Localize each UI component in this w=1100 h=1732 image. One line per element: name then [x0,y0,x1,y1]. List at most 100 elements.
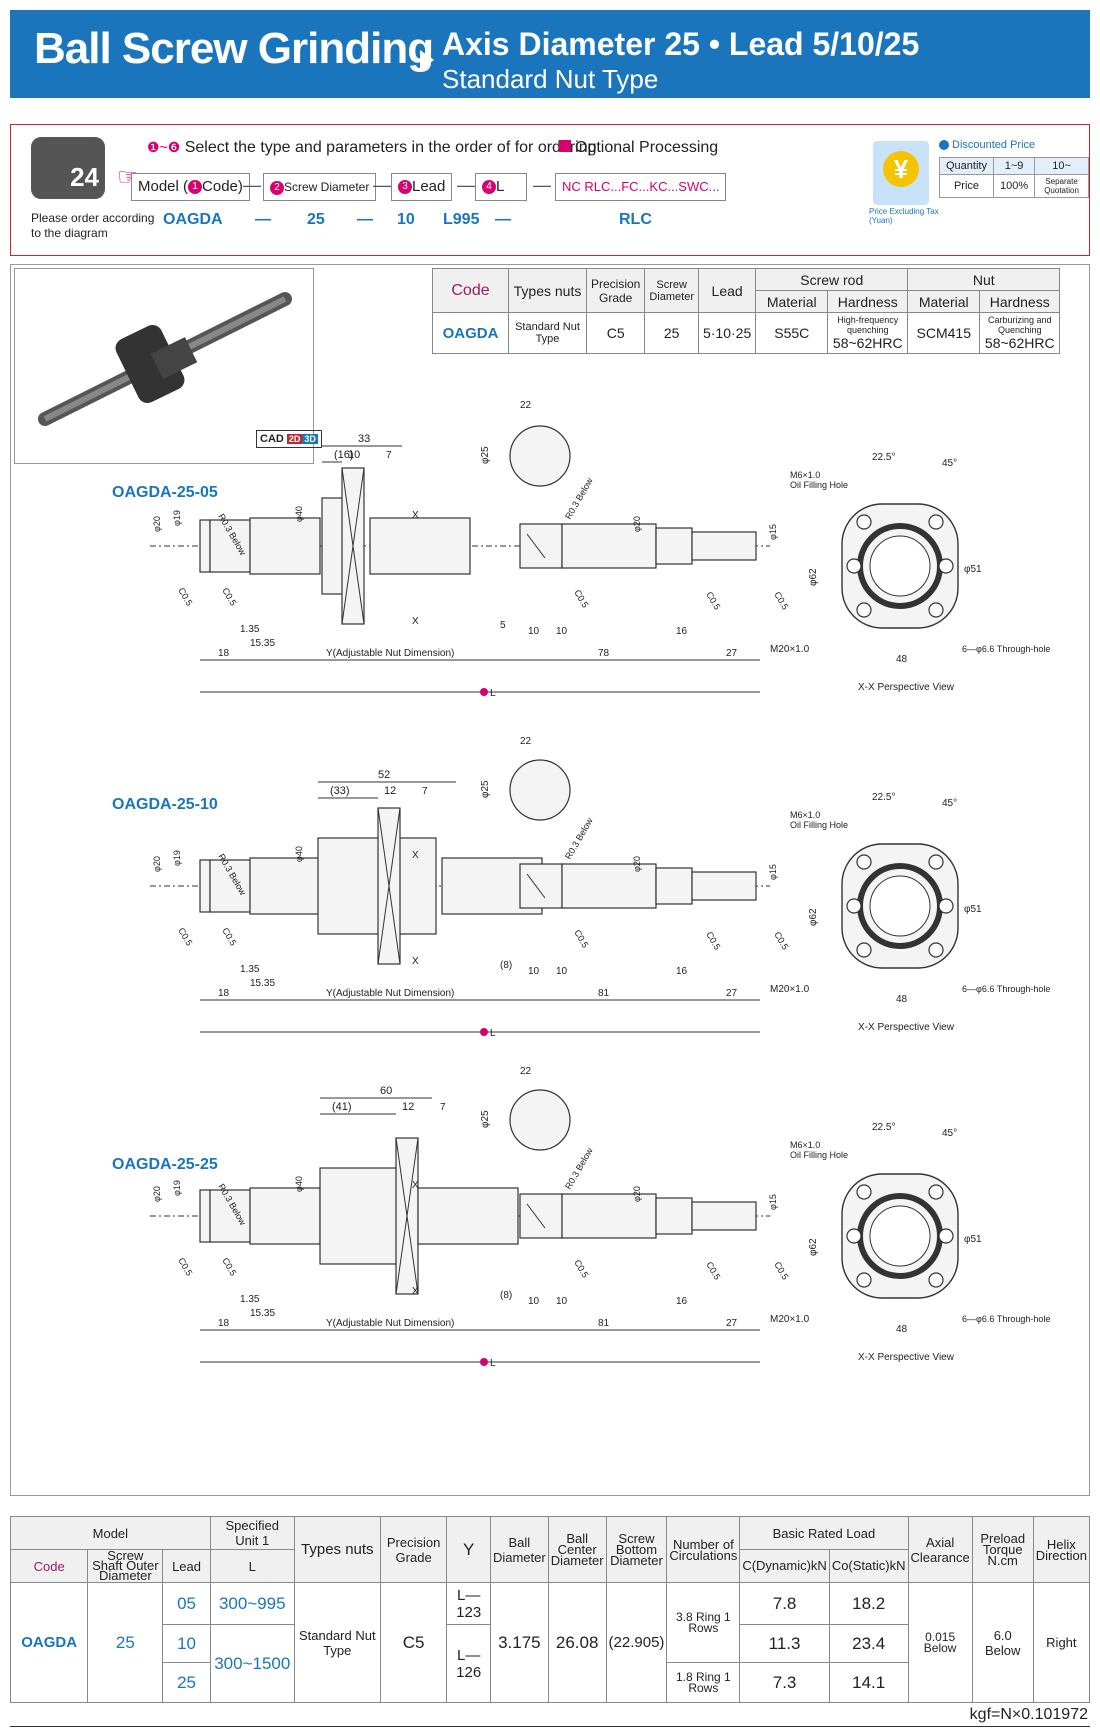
shaft-section [561,863,657,909]
dim-label: C0.5 [772,930,790,951]
dim-label: C0.5 [176,926,194,947]
dim-label: 22 [520,736,532,747]
dim-label: 22 [520,400,532,411]
dim-label: L [490,1358,496,1369]
section-marker: X [412,850,419,861]
dim-label: φ15 [768,524,778,540]
dim-label: 5 [500,620,506,631]
drawing-title: OAGDA-25-05 [112,484,218,501]
example-l: L995 [443,211,480,228]
bolt-hole [938,558,954,574]
dim-label: φ20 [632,1186,642,1202]
dim-label: 10 [556,966,568,977]
dim-label: C0.5 [704,590,722,611]
dim-label: 10 [528,626,540,637]
shaft-section [249,1187,321,1245]
dim-label: (8) [500,960,512,971]
dim-label: 48 [896,654,908,665]
dim-label: 15.35 [250,1308,275,1319]
bolt-hole [938,1228,954,1244]
dim-label: X-X Perspective View [858,682,955,693]
bolt-hole [928,1184,944,1200]
dim-label: C0.5 [176,1256,194,1277]
dim-label: C0.5 [220,926,238,947]
shaft-section [655,1197,693,1235]
phone-24-icon: 24 [31,137,105,199]
dim-label: C0.5 [572,1258,590,1279]
dim-label: C0.5 [704,1260,722,1281]
dim-label: φ40 [294,846,304,862]
bolt-hole [846,898,862,914]
page-title: Ball Screw Grinding [34,24,434,73]
bolt-hole [856,1272,872,1288]
dim-label: 45° [942,798,957,809]
dim-label: 15.35 [250,978,275,989]
flange-bore [869,1205,931,1267]
dim-label: 6—φ6.6 Through-hole [962,984,1050,994]
dim-label: 48 [896,994,908,1005]
dim-label: X-X Perspective View [858,1022,955,1033]
shaft-end [691,1201,757,1231]
flange-hatch [341,467,365,625]
dim-label: 81 [598,988,610,999]
bolt-hole [928,602,944,618]
dim-label: X-X Perspective View [858,1352,955,1363]
dim-label: Oil Filling Hole [790,1150,848,1160]
specification-table: Model Specified Unit 1 Types nuts Precis… [9,1516,1091,1703]
dim-label: 10 [348,449,360,461]
dim-label: (8) [500,1290,512,1301]
dim-label: M6×1.0 [790,810,820,820]
dim-label: 22.5° [872,452,895,463]
dim-label: φ51 [964,564,982,575]
flange-hatch [395,1137,419,1295]
l-marker-icon [480,1358,488,1366]
dim-label: Oil Filling Hole [790,820,848,830]
dim-label: Y(Adjustable Nut Dimension) [326,1318,454,1329]
dim-label: φ20 [152,1186,162,1202]
section-marker: X [412,1180,419,1191]
dim-label: Y(Adjustable Nut Dimension) [326,648,454,659]
dim-label: C0.5 [176,586,194,607]
dim-label: 16 [676,1296,688,1307]
title-arrow-icon [420,50,434,70]
dim-label: M6×1.0 [790,1140,820,1150]
dim-label: L [490,688,496,699]
bolt-hole [928,854,944,870]
dim-label: M20×1.0 [770,644,810,655]
section-marker: X [412,616,419,627]
nut-type-title: Standard Nut Type [442,64,659,94]
bolt-hole [938,898,954,914]
dim-label: 18 [218,988,230,999]
dim-label: 7 [422,786,428,797]
shaft-section [561,1193,657,1239]
section-circle [509,759,571,821]
dim-label: 10 [528,966,540,977]
key-section [519,523,563,569]
dim-label: C0.5 [572,928,590,949]
separator: — [457,175,475,195]
divider [10,1726,1090,1727]
section-circle [509,1089,571,1151]
key-section [519,863,563,909]
dim-label: 7 [440,1102,446,1113]
dim-label: (33) [330,785,350,797]
shaft-end [199,859,211,913]
l-marker-icon [480,688,488,696]
bolt-hole [846,558,862,574]
dim-label: R0.3 Below [563,476,595,521]
dim-label: C0.5 [772,1260,790,1281]
separator: — [255,211,271,228]
dim-label: 45° [942,458,957,469]
dim-label: 81 [598,1318,610,1329]
section-marker: X [412,1286,419,1297]
dim-label: 10 [556,626,568,637]
dim-label: M20×1.0 [770,1314,810,1325]
flange-hatch [377,807,401,965]
dim-label: 52 [378,769,390,781]
dim-label: φ15 [768,864,778,880]
section-marker: X [412,510,419,521]
drawing-section [10,264,1090,1496]
